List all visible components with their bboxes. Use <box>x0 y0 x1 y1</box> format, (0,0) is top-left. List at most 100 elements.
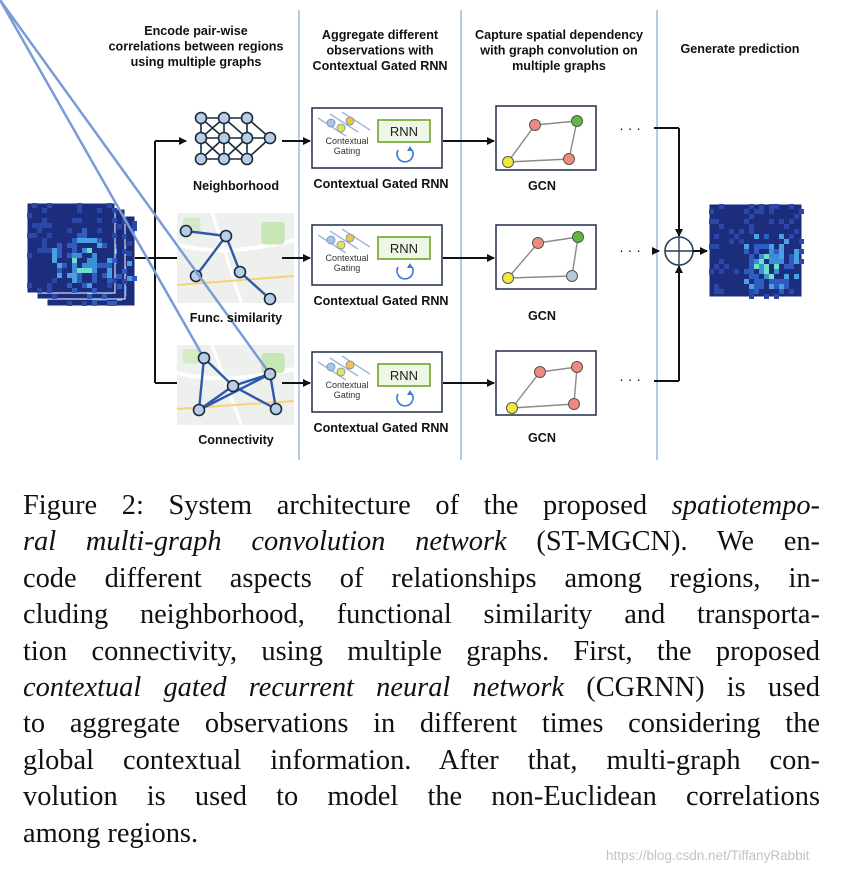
graph-node <box>219 229 233 243</box>
cgrnn-label: Contextual Gated RNN <box>313 294 448 308</box>
map-road <box>210 344 243 426</box>
heatmap-cell <box>72 268 77 273</box>
map-park <box>261 222 285 245</box>
heatmap-cell <box>714 284 719 289</box>
heatmap-cell <box>52 294 57 299</box>
heatmap-cell <box>769 204 774 209</box>
graph-node <box>217 111 231 125</box>
heatmap-cell <box>714 289 719 294</box>
gating-label: Gating <box>334 263 361 273</box>
graph-edge <box>198 385 234 411</box>
heatmap-cell <box>107 263 112 268</box>
heatmap-cell <box>779 289 784 294</box>
heatmap-cell <box>789 259 794 264</box>
map-park <box>182 349 201 364</box>
graph-edge <box>185 229 227 238</box>
recurrent-arrow-head <box>407 146 413 151</box>
stage-header-line: Encode pair-wise <box>144 24 248 38</box>
gating-line <box>341 355 371 375</box>
heatmap-cell <box>42 238 47 243</box>
heatmap-cell <box>709 219 714 224</box>
graph-node <box>263 367 277 381</box>
heatmap-cell <box>734 234 739 239</box>
heatmap-cell <box>87 258 92 263</box>
map-highway <box>176 275 295 286</box>
cgrnn-label: Contextual Gated RNN <box>313 421 448 435</box>
heatmap-cell <box>122 219 127 224</box>
heatmap-cell <box>779 219 784 224</box>
heatmap-cell <box>77 238 82 243</box>
heatmap-cell <box>754 279 759 284</box>
caption-italic-text: contextual gated recurrent neural networ… <box>23 672 564 704</box>
gcn-block: GCN <box>495 350 597 445</box>
heatmap-cell <box>754 244 759 249</box>
heatmap-cell <box>779 234 784 239</box>
heatmap-cell <box>77 203 82 208</box>
heatmap-cell <box>112 233 117 238</box>
heatmap-cell <box>784 279 789 284</box>
heatmap-cell <box>764 294 769 299</box>
gating-node <box>326 362 336 372</box>
gcn-label: GCN <box>528 431 556 445</box>
rnn-label: RNN <box>390 241 418 256</box>
heatmap-cell <box>47 283 52 288</box>
heatmap-cell <box>769 279 774 284</box>
heatmap-cell <box>87 294 92 299</box>
gating-node <box>345 233 355 243</box>
heatmap-cell <box>714 219 719 224</box>
recurrent-arrow-icon <box>396 393 414 407</box>
heatmap-cell <box>759 269 764 274</box>
heatmap-cell <box>769 244 774 249</box>
rnn-label: RNN <box>390 368 418 383</box>
heatmap-cell <box>122 279 127 284</box>
stage-header-line: Contextual Gated RNN <box>312 59 447 73</box>
heatmap-cell <box>719 204 724 209</box>
heatmap-cell <box>87 248 92 253</box>
heatmap-cell <box>754 289 759 294</box>
heatmap-cell <box>764 274 769 279</box>
heatmap-cell <box>754 274 759 279</box>
heatmap-cell <box>112 218 117 223</box>
heatmap-cell <box>97 263 102 268</box>
heatmap-cell <box>82 233 87 238</box>
gating-label: Contextual <box>325 253 368 263</box>
gcn-node <box>502 272 514 284</box>
heatmap-cell <box>749 224 754 229</box>
heatmap-cell <box>714 234 719 239</box>
heatmap-cell <box>107 268 112 273</box>
heatmap-cell <box>789 289 794 294</box>
heatmap-cell <box>799 249 804 254</box>
heatmap-cell <box>82 283 87 288</box>
heatmap-cell <box>72 258 77 263</box>
gcn-node <box>534 366 546 378</box>
heatmap-cell <box>709 269 714 274</box>
stage-header-line: correlations between regions <box>109 40 284 54</box>
recurrent-arrow-icon <box>396 266 414 280</box>
heatmap-cell <box>92 253 97 258</box>
heatmap-cell <box>72 273 77 278</box>
graph-node <box>217 152 231 166</box>
heatmap-cell <box>754 234 759 239</box>
gcn-node <box>571 361 583 373</box>
heatmap-cell <box>37 248 42 253</box>
gating-node <box>345 360 355 370</box>
heatmap-cell <box>789 254 794 259</box>
gcn-node <box>568 398 580 410</box>
gcn-label: GCN <box>528 309 556 323</box>
heatmap-cell <box>709 209 714 214</box>
heatmap-cell <box>744 219 749 224</box>
stage-header-line: using multiple graphs <box>131 55 262 69</box>
heatmap-cell <box>784 274 789 279</box>
caption-line: contextual gated recurrent neural networ… <box>23 670 820 706</box>
heatmap-cell <box>132 226 137 231</box>
heatmap-cell <box>749 204 754 209</box>
gating-line <box>341 111 371 131</box>
caption-line: cluding neighborhood, functional similar… <box>23 597 820 633</box>
gcn-node <box>532 237 544 249</box>
heatmap-cell <box>132 221 137 226</box>
stage-header-line: Capture spatial dependency <box>475 28 643 42</box>
heatmap-cell <box>107 301 112 306</box>
heatmap-cell <box>789 219 794 224</box>
heatmap-cell <box>764 244 769 249</box>
graph-type-label: Connectivity <box>198 433 274 447</box>
